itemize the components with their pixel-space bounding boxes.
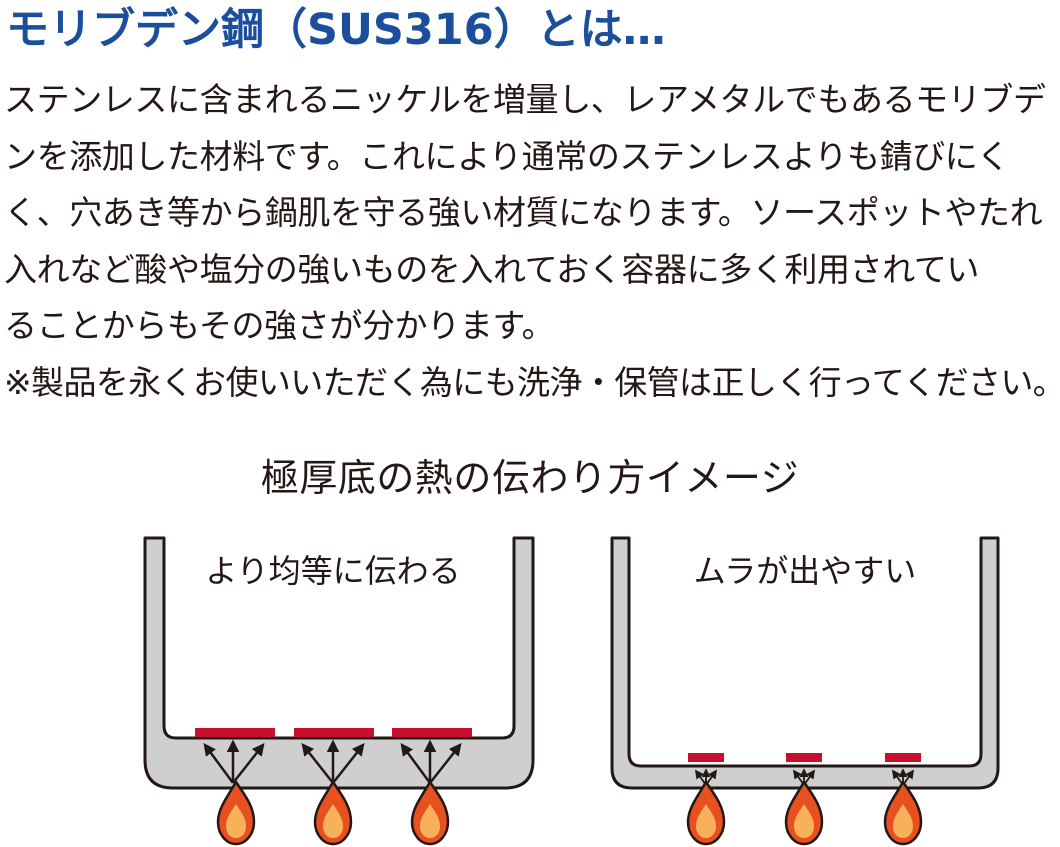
flame-icon	[313, 780, 353, 846]
flame-icon	[883, 780, 923, 846]
heat-strip	[294, 728, 374, 737]
description-paragraph: ステンレスに含まれるニッケルを増量し、レアメタルでもあるモリブデ ンを添加した材…	[4, 72, 1058, 355]
left-pot-label: より均等に伝わる	[205, 552, 460, 590]
description-line: ることからもその強さが分かります。	[4, 306, 555, 345]
heat-strip	[885, 753, 921, 762]
flame-icon	[686, 780, 726, 846]
description-line: ンを添加した材料です。これにより通常のステンレスよりも錆びにく	[4, 136, 1010, 176]
thick-bottom-pot	[143, 536, 535, 790]
right-pot-label: ムラが出やすい	[694, 552, 916, 590]
flame-icon	[784, 780, 824, 846]
diagram-title: 極厚底の熱の伝わり方イメージ	[260, 456, 800, 500]
heat-strip	[688, 753, 724, 762]
flame-icon	[410, 780, 450, 846]
heat-arrow-icon	[301, 743, 334, 784]
heat-arrows-left	[203, 739, 462, 784]
heat-arrow-icon	[400, 742, 432, 784]
heat-strip	[392, 728, 472, 737]
page-title: モリブデン鋼（SUS316）とは…	[6, 5, 666, 55]
heat-transfer-diagram: より均等に伝わる ムラが出やすい	[143, 536, 1000, 846]
description-line: 入れなど酸や塩分の強いものを入れておく容器に多く利用されてい	[4, 249, 980, 289]
heat-arrow-icon	[429, 743, 462, 784]
flame-icon	[216, 780, 256, 846]
description-line: ステンレスに含まれるニッケルを増量し、レアメタルでもあるモリブデ	[4, 80, 1046, 119]
heat-arrow-icon	[232, 743, 265, 784]
heat-strip	[195, 728, 275, 737]
description-line: く、穴あき等から鍋肌を守る強い材質になります。ソースポットやたれ	[4, 193, 1043, 232]
care-note: ※製品を永くお使いいただく為にも洗浄・保管は正しく行ってください。	[4, 363, 1060, 402]
heat-arrow-icon	[203, 742, 235, 784]
heat-strip	[786, 753, 822, 762]
thin-bottom-pot	[610, 536, 1000, 790]
heat-arrow-icon	[332, 743, 365, 784]
